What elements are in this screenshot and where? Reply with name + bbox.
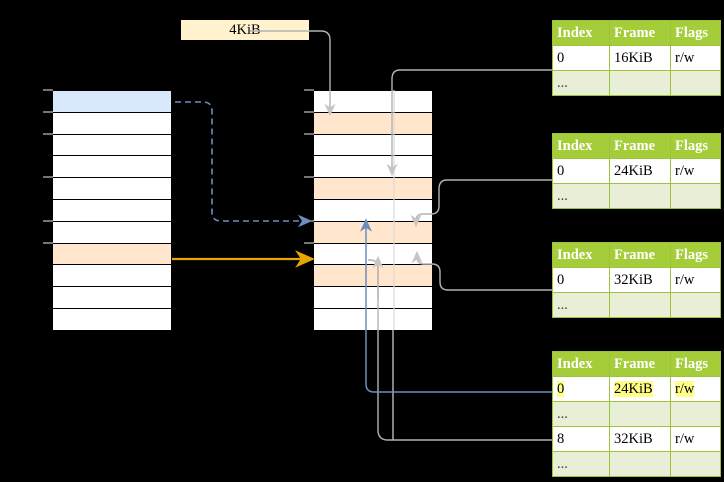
column-header-index: Index bbox=[552, 351, 610, 377]
cell-flags: r/w bbox=[670, 376, 721, 402]
table-row[interactable]: 8 32KiB r/w bbox=[552, 426, 721, 452]
page-table-header: Index Frame Flags bbox=[552, 351, 721, 377]
virtual-address-column bbox=[52, 90, 172, 331]
cell-index: ... bbox=[552, 401, 610, 427]
virtual-page-cell-9[interactable] bbox=[53, 286, 171, 308]
cell-index: ... bbox=[552, 292, 610, 318]
cell-frame bbox=[609, 451, 671, 477]
virtual-page-cell-8[interactable] bbox=[53, 264, 171, 287]
column-header-frame: Frame bbox=[609, 133, 671, 159]
page-table-level-0: Index Frame Flags 0 16KiB r/w ... bbox=[552, 20, 721, 96]
cell-index: ... bbox=[552, 183, 610, 209]
table-row[interactable]: ... bbox=[552, 451, 721, 477]
page-table-level-3: Index Frame Flags 0 24KiB r/w ... 8 32Ki… bbox=[552, 351, 721, 477]
cell-frame: 24KiB bbox=[609, 158, 671, 184]
physical-frame-cell-5[interactable] bbox=[314, 198, 432, 221]
cell-flags bbox=[670, 401, 721, 427]
cell-frame bbox=[609, 401, 671, 427]
virtual-page-cell-2[interactable] bbox=[53, 133, 171, 156]
page-table-header: Index Frame Flags bbox=[552, 20, 721, 46]
table-row[interactable]: ... bbox=[552, 70, 721, 96]
column-header-index: Index bbox=[552, 20, 610, 46]
physical-frame-cell-3[interactable] bbox=[314, 155, 432, 178]
cell-index: ... bbox=[552, 70, 610, 96]
column-header-flags: Flags bbox=[670, 351, 721, 377]
virtual-page-cell-10[interactable] bbox=[53, 307, 171, 330]
column-header-index: Index bbox=[552, 133, 610, 159]
cell-flags: r/w bbox=[670, 426, 721, 452]
cell-index-value: 0 bbox=[557, 380, 565, 397]
physical-frame-cell-8[interactable] bbox=[314, 264, 432, 287]
page-table-header: Index Frame Flags bbox=[552, 242, 721, 268]
column-header-flags: Flags bbox=[670, 20, 721, 46]
table-row[interactable]: ... bbox=[552, 292, 721, 318]
page-table-header: Index Frame Flags bbox=[552, 133, 721, 159]
virtual-page-cell-7[interactable] bbox=[53, 242, 171, 265]
virtual-page-cell-3[interactable] bbox=[53, 155, 171, 178]
cell-frame bbox=[609, 183, 671, 209]
cell-frame: 24KiB bbox=[609, 376, 671, 402]
table-row[interactable]: 0 24KiB r/w bbox=[552, 158, 721, 184]
virtual-page-cell-6[interactable] bbox=[53, 220, 171, 243]
physical-frame-cell-0[interactable] bbox=[314, 90, 432, 112]
table-row[interactable]: 0 24KiB r/w bbox=[552, 376, 721, 402]
cell-frame bbox=[609, 70, 671, 96]
cell-index: 0 bbox=[552, 376, 610, 402]
column-header-flags: Flags bbox=[670, 242, 721, 268]
table-row[interactable]: 0 16KiB r/w bbox=[552, 45, 721, 71]
page-table-level-2: Index Frame Flags 0 32KiB r/w ... bbox=[552, 242, 721, 318]
table-row[interactable]: ... bbox=[552, 183, 721, 209]
column-header-frame: Frame bbox=[609, 351, 671, 377]
column-header-frame: Frame bbox=[609, 242, 671, 268]
cell-flags: r/w bbox=[670, 267, 721, 293]
cell-frame: 32KiB bbox=[609, 426, 671, 452]
cell-flags: r/w bbox=[670, 45, 721, 71]
offset-size-label: 4KiB bbox=[181, 20, 309, 40]
table-row[interactable]: 0 32KiB r/w bbox=[552, 267, 721, 293]
cell-frame: 16KiB bbox=[609, 45, 671, 71]
physical-frame-cell-9[interactable] bbox=[314, 286, 432, 308]
virtual-page-cell-4[interactable] bbox=[53, 177, 171, 199]
cell-flags bbox=[670, 70, 721, 96]
column-header-index: Index bbox=[552, 242, 610, 268]
physical-frame-cell-7[interactable] bbox=[314, 242, 432, 265]
physical-frame-cell-1[interactable] bbox=[314, 111, 432, 134]
cell-flags: r/w bbox=[670, 158, 721, 184]
virtual-page-cell-5[interactable] bbox=[53, 198, 171, 221]
cell-flags bbox=[670, 451, 721, 477]
physical-frame-cell-10[interactable] bbox=[314, 307, 432, 330]
virtual-page-dashed-wire bbox=[175, 101, 313, 228]
virtual-page-cell-0[interactable] bbox=[53, 90, 171, 112]
cell-flags bbox=[670, 183, 721, 209]
page-table-level-1: Index Frame Flags 0 24KiB r/w ... bbox=[552, 133, 721, 209]
cell-flags-value: r/w bbox=[675, 380, 695, 397]
cell-index: ... bbox=[552, 451, 610, 477]
cell-frame bbox=[609, 292, 671, 318]
physical-frame-cell-2[interactable] bbox=[314, 133, 432, 156]
table-row[interactable]: ... bbox=[552, 401, 721, 427]
cell-frame-value: 24KiB bbox=[614, 380, 653, 397]
cell-index: 0 bbox=[552, 267, 610, 293]
cell-index: 0 bbox=[552, 45, 610, 71]
cell-index: 0 bbox=[552, 158, 610, 184]
physical-frame-cell-6[interactable] bbox=[314, 220, 432, 243]
physical-frame-cell-4[interactable] bbox=[314, 177, 432, 199]
cell-frame: 32KiB bbox=[609, 267, 671, 293]
cell-index: 8 bbox=[552, 426, 610, 452]
cell-flags bbox=[670, 292, 721, 318]
column-header-frame: Frame bbox=[609, 20, 671, 46]
physical-memory-column bbox=[313, 90, 433, 331]
column-header-flags: Flags bbox=[670, 133, 721, 159]
virtual-page-cell-1[interactable] bbox=[53, 111, 171, 134]
